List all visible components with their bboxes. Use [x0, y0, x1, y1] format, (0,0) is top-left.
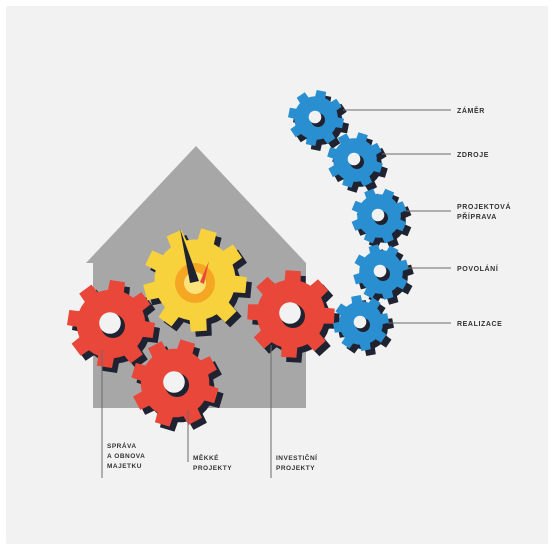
blue-gear-icon: [288, 90, 349, 151]
step-label: POVOLÁNÍ: [457, 264, 499, 273]
category-label: A OBNOVA: [107, 453, 145, 460]
blue-gear-icon: [333, 295, 394, 356]
category-label: MĚKKÉ: [193, 453, 219, 462]
gear-hole: [373, 264, 387, 278]
gear-hole: [99, 312, 121, 334]
red-gear-icon: [247, 270, 340, 363]
blue-gear-icon: [353, 244, 414, 305]
step-label: REALIZACE: [457, 321, 502, 328]
category-label: PROJEKTY: [276, 465, 315, 472]
connector-lines: [101, 109, 451, 478]
gear-hole: [347, 152, 361, 166]
category-label: PROJEKTY: [193, 465, 232, 472]
step-label: ZDROJE: [457, 152, 489, 159]
gear-hole: [371, 208, 385, 222]
gears-group: [67, 90, 414, 432]
gear-hole: [308, 110, 322, 124]
step-label: PROJEKTOVÁ: [457, 202, 511, 211]
red-gear-icon: [67, 280, 160, 373]
red-gear-icon: [131, 339, 224, 432]
blue-gear-icon: [351, 188, 412, 249]
gauge-needle-icon: [200, 261, 209, 284]
gear-hole: [163, 371, 185, 393]
gear-hole: [279, 302, 301, 324]
yellow-gear-gauge-icon: [143, 228, 252, 337]
category-label: MAJETKU: [107, 463, 142, 470]
category-label: INVESTIČNÍ: [276, 453, 317, 462]
category-label: SPRÁVA: [107, 441, 137, 450]
step-label: ZÁMĚR: [457, 106, 485, 115]
blue-gear-icon: [327, 132, 388, 193]
gauge-pointer-icon: [180, 229, 199, 283]
step-label: PŘÍPRAVA: [457, 212, 497, 221]
gear-hole: [353, 315, 367, 329]
